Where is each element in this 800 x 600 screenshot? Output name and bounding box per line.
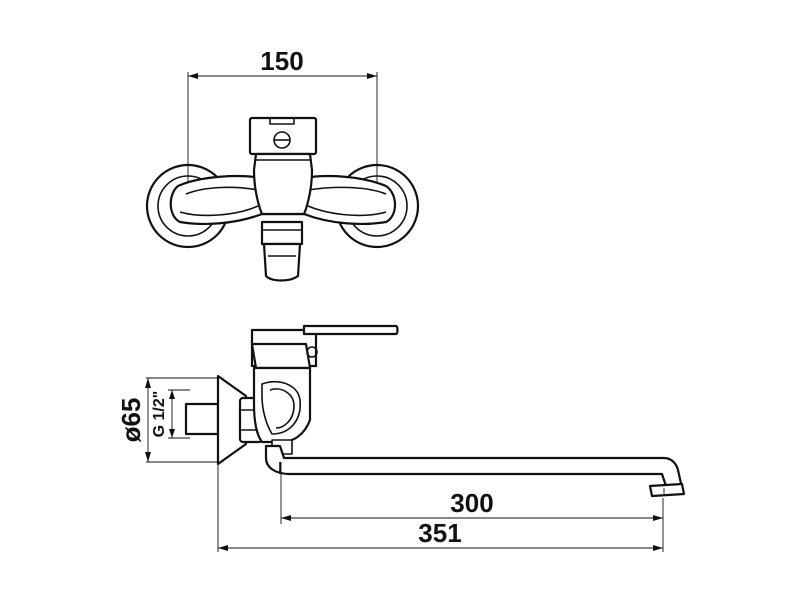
- spout: [264, 444, 686, 498]
- wall-connector: [184, 374, 264, 466]
- dimension-label-351: 351: [418, 518, 461, 548]
- dimension-300: 300: [280, 462, 664, 524]
- mixer-body-top: [169, 116, 397, 282]
- dimension-351: 351: [217, 464, 664, 552]
- dimension-label-thread: G 1/2": [151, 391, 168, 438]
- top-view: 150: [145, 46, 420, 282]
- dimension-label-300: 300: [450, 488, 493, 518]
- side-view: ø65 G 1/2": [116, 324, 686, 552]
- dimension-label-diameter: ø65: [116, 398, 146, 443]
- dimension-thread: G 1/2": [151, 389, 190, 439]
- dimension-150: 150: [187, 46, 378, 200]
- mixer-body-side: [250, 324, 399, 455]
- dimension-diameter-65: ø65: [116, 377, 220, 463]
- dimension-label-150: 150: [260, 46, 303, 76]
